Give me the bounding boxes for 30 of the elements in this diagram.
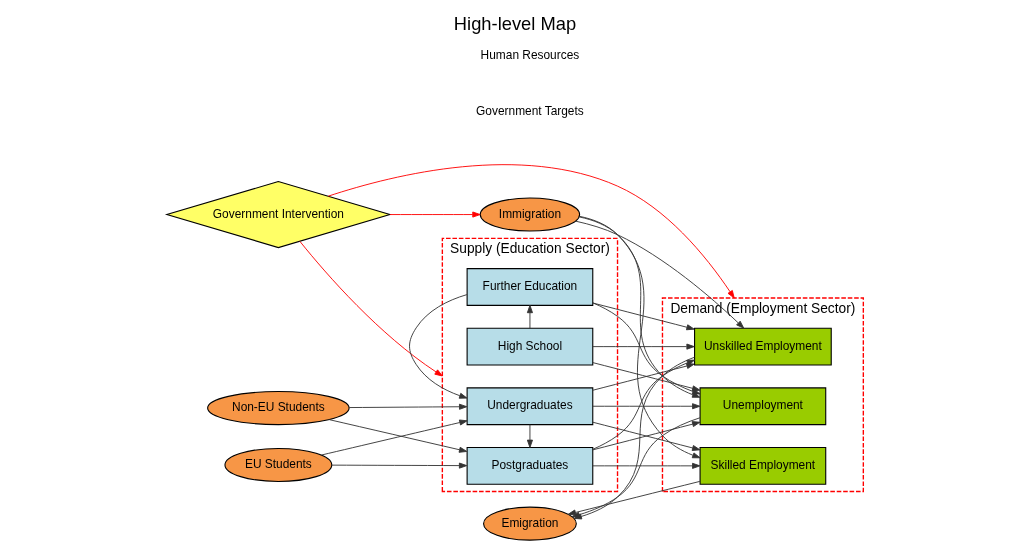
node-ellipse: Non-EU Students — [206, 391, 350, 426]
node-ellipse: Immigration — [479, 197, 580, 232]
arrow — [331, 462, 467, 469]
node-ellipse: EU Students — [223, 447, 332, 482]
node-box: Unemployment — [699, 387, 826, 426]
node-box: Unskilled Employment — [693, 327, 832, 366]
arrow — [574, 220, 744, 329]
arrow — [591, 343, 695, 350]
node-box: Further Education — [466, 268, 593, 306]
arrow — [526, 424, 533, 448]
arrow — [327, 164, 735, 299]
node-box: Postgraduates — [466, 446, 593, 485]
node-diamond: Government Intervention — [164, 180, 392, 249]
arrow — [591, 462, 700, 469]
arrow — [567, 480, 700, 516]
legend-label: Government Targets — [475, 103, 584, 118]
arrow — [526, 304, 533, 329]
arrow — [298, 240, 443, 377]
arrow — [348, 403, 467, 410]
node-box: Undergraduates — [466, 387, 593, 426]
node-box: High School — [466, 327, 593, 366]
arrow — [591, 302, 700, 395]
diagram-title: High-level Map — [453, 13, 576, 35]
arrow — [408, 294, 467, 399]
arrow — [388, 211, 481, 218]
arrow — [591, 403, 700, 410]
legend-label: Human Resources — [480, 48, 579, 62]
arrow — [591, 359, 695, 450]
arrow — [591, 421, 700, 451]
node-box: Skilled Employment — [699, 446, 826, 485]
